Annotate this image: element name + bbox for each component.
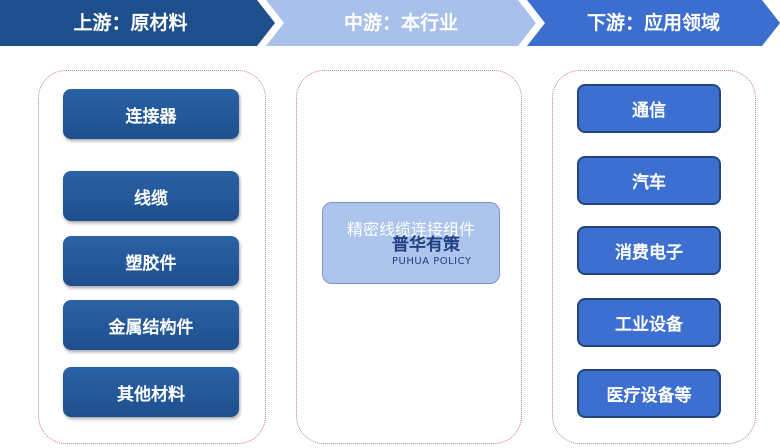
upstream-item-other-materials: 其他材料 bbox=[63, 367, 239, 417]
stage-upstream-label: 上游：原材料 bbox=[73, 12, 188, 34]
downstream-item-automotive: 汽车 bbox=[577, 156, 721, 205]
upstream-panel bbox=[38, 70, 266, 444]
midstream-panel bbox=[296, 70, 522, 444]
watermark-en: PUHUA POLICY bbox=[392, 256, 472, 267]
upstream-item-plastic-parts: 塑胶件 bbox=[63, 236, 239, 286]
chevron-shape bbox=[0, 0, 275, 46]
downstream-item-industrial-equipment: 工业设备 bbox=[577, 298, 721, 347]
midstream-product-box: 精密线缆连接组件 bbox=[322, 202, 500, 284]
downstream-item-communication: 通信 bbox=[577, 84, 721, 133]
watermark-cn: 普华有策 bbox=[392, 235, 460, 255]
stage-upstream-chevron: 上游：原材料 bbox=[0, 0, 275, 46]
midstream-product-label: 精密线缆连接组件 bbox=[346, 220, 475, 239]
downstream-item-consumer-electronics: 消费电子 bbox=[577, 226, 721, 275]
stage-downstream-label: 下游：应用领域 bbox=[586, 12, 720, 34]
upstream-item-metal-structure: 金属结构件 bbox=[63, 300, 239, 350]
stage-downstream-chevron: 下游：应用领域 bbox=[527, 0, 780, 46]
upstream-item-connector: 连接器 bbox=[63, 89, 239, 139]
chevron-shape bbox=[266, 0, 536, 46]
downstream-panel bbox=[552, 70, 756, 444]
chevron-shape bbox=[527, 0, 780, 46]
upstream-item-cable: 线缆 bbox=[63, 171, 239, 221]
stage-midstream-chevron: 中游：本行业 bbox=[266, 0, 536, 46]
downstream-item-medical-equipment: 医疗设备等 bbox=[577, 369, 721, 418]
stage-midstream-label: 中游：本行业 bbox=[343, 12, 458, 34]
